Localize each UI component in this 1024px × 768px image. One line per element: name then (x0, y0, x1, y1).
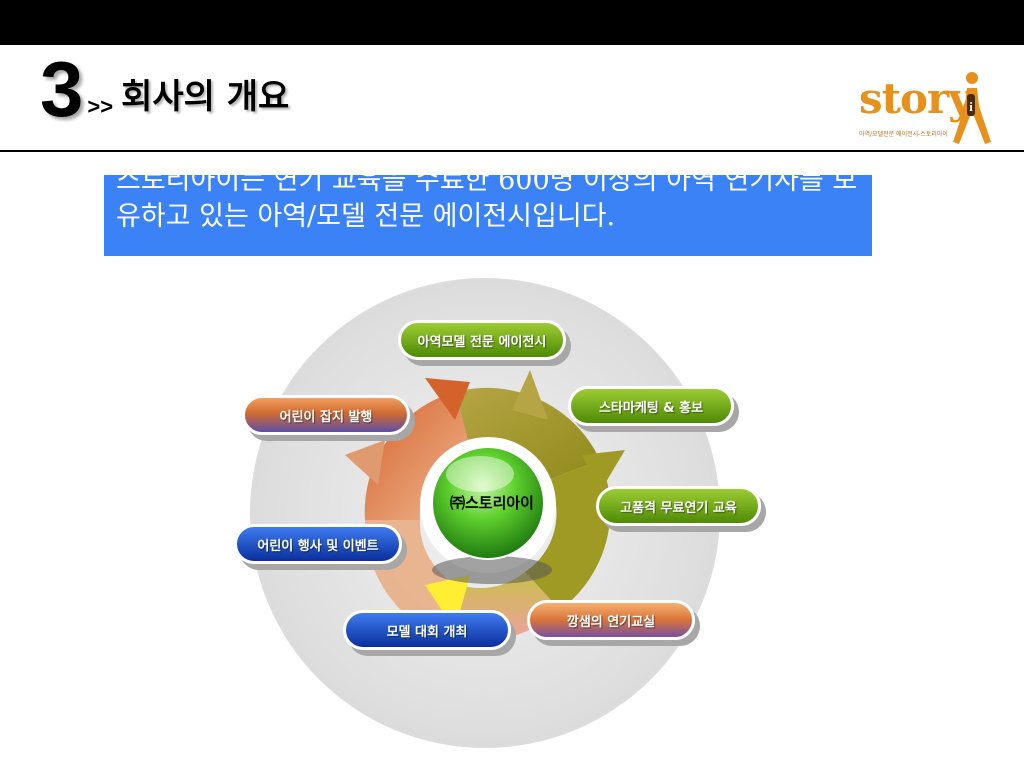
orb-highlight (446, 456, 514, 492)
item-kids-magazine[interactable]: 어린이 잡지 발행 (242, 395, 410, 435)
arrow-head-right (582, 450, 625, 492)
top-black-bar (0, 0, 1024, 45)
item-free-acting[interactable]: 고품격 무료연기 교육 (596, 486, 761, 526)
intro-box: 스토리아이는 연기 교육을 수료한 600명 이상의 아역 연기자를 보유하고 … (104, 175, 872, 256)
story-i-logo: story i 아역/모델전문 에이전시-스토리아이 (855, 66, 1000, 150)
page-title: 3 >> 회사의 개요 (40, 48, 289, 128)
logo-figure-icon: i (953, 72, 991, 144)
ring-segment-top (455, 387, 600, 480)
logo-letter-i: i (969, 99, 973, 114)
logo-word: story (859, 74, 973, 123)
arrow-head-top (512, 370, 548, 420)
logo-tagline: 아역/모델전문 에이전시-스토리아이 (859, 131, 948, 138)
title-arrow: >> (87, 94, 114, 119)
arrow-head-top-left (425, 378, 470, 420)
ring-segment-left (364, 392, 470, 520)
center-company-label: ㈜스토리아이 (449, 494, 534, 512)
title-text: 회사의 개요 (121, 77, 290, 117)
item-model-contest[interactable]: 모델 대회 개최 (343, 610, 511, 650)
item-acting-class[interactable]: 깡샘의 연기교실 (527, 600, 695, 640)
orb-shadow (432, 556, 552, 584)
item-agency[interactable]: 아역모델 전문 에이전시 (398, 320, 566, 360)
arrow-head-left (345, 440, 385, 485)
item-star-marketing[interactable]: 스타마케팅 & 홍보 (568, 386, 734, 426)
title-number: 3 (40, 45, 84, 133)
intro-text: 스토리아이는 연기 교육을 수료한 600명 이상의 아역 연기자를 보유하고 … (116, 175, 858, 232)
header-divider (0, 150, 1024, 152)
item-kids-events[interactable]: 어린이 행사 및 이벤트 (234, 524, 402, 564)
center-orb (431, 446, 545, 560)
